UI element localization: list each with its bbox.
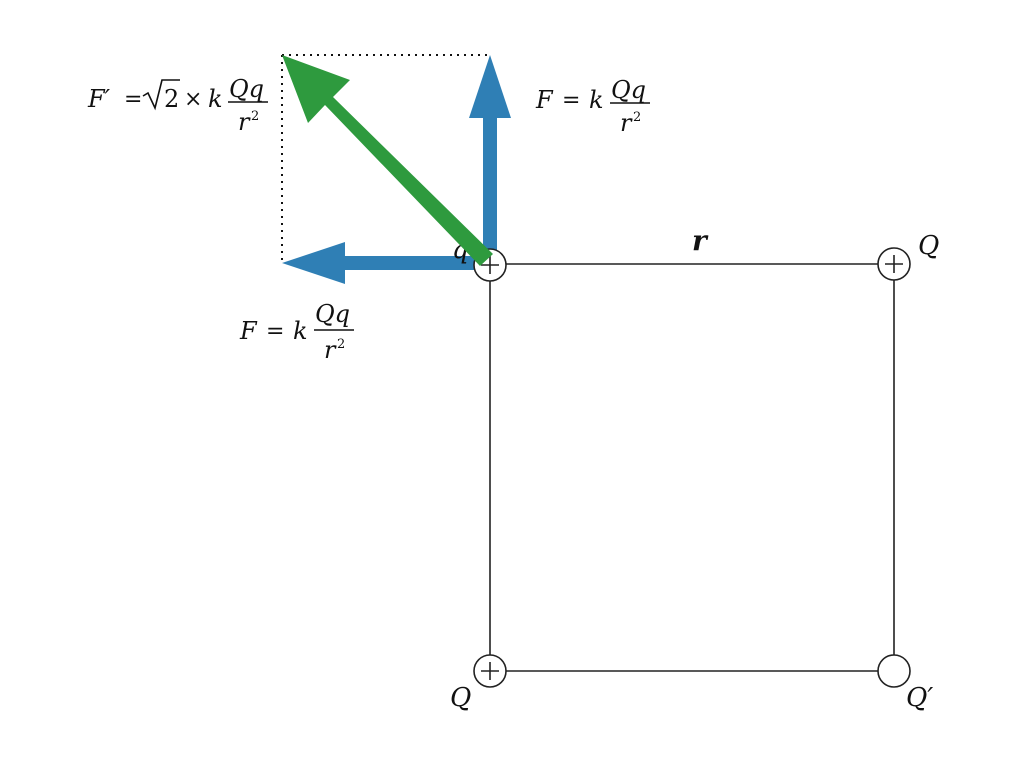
- side-length-label: r: [692, 224, 709, 257]
- charge-bottom-right: [877, 654, 911, 688]
- sqrt-symbol: [142, 79, 180, 111]
- charge-label-top-right: Q: [918, 231, 939, 261]
- formula-lhs: F′: [87, 85, 111, 113]
- fraction-exponent: 2: [251, 109, 259, 124]
- times-sign: ×: [184, 87, 202, 112]
- fraction-denominator: r: [238, 108, 251, 136]
- horizontal-force-arrow: [282, 242, 490, 284]
- constant-k: k: [589, 86, 604, 114]
- formula-equals: =: [266, 319, 284, 344]
- fraction-denominator: r: [324, 336, 337, 364]
- constant-k: k: [208, 85, 223, 113]
- formula-lhs: F: [239, 317, 258, 345]
- fraction-numerator: Qq: [611, 76, 646, 104]
- formula-equals: =: [124, 87, 142, 112]
- fraction-numerator: Qq: [315, 300, 350, 328]
- charge-label-bottom-left: Q: [450, 683, 471, 713]
- resultant-force-formula: F′ = 2 × k Qq r 2: [87, 75, 268, 136]
- fraction-denominator: r: [620, 109, 633, 137]
- charge-top-right: [877, 247, 911, 281]
- charge-square: [489, 263, 895, 672]
- formula-lhs: F: [535, 86, 554, 114]
- resultant-force-arrow: [282, 55, 493, 266]
- vertical-force-arrow: [469, 55, 511, 262]
- horizontal-force-formula: F = k Qq r 2: [239, 300, 354, 364]
- constant-k: k: [293, 317, 308, 345]
- fraction-exponent: 2: [633, 110, 641, 125]
- charges: [473, 247, 911, 688]
- charge-label-bottom-right: Q′: [906, 683, 933, 713]
- fraction-exponent: 2: [337, 337, 345, 352]
- vertical-force-formula: F = k Qq r 2: [535, 76, 650, 137]
- fraction-numerator: Qq: [229, 75, 264, 103]
- charge-bottom-left: [473, 654, 507, 688]
- component-force-arrows: [282, 55, 511, 284]
- formula-equals: =: [562, 88, 580, 113]
- sqrt-argument: 2: [164, 85, 179, 113]
